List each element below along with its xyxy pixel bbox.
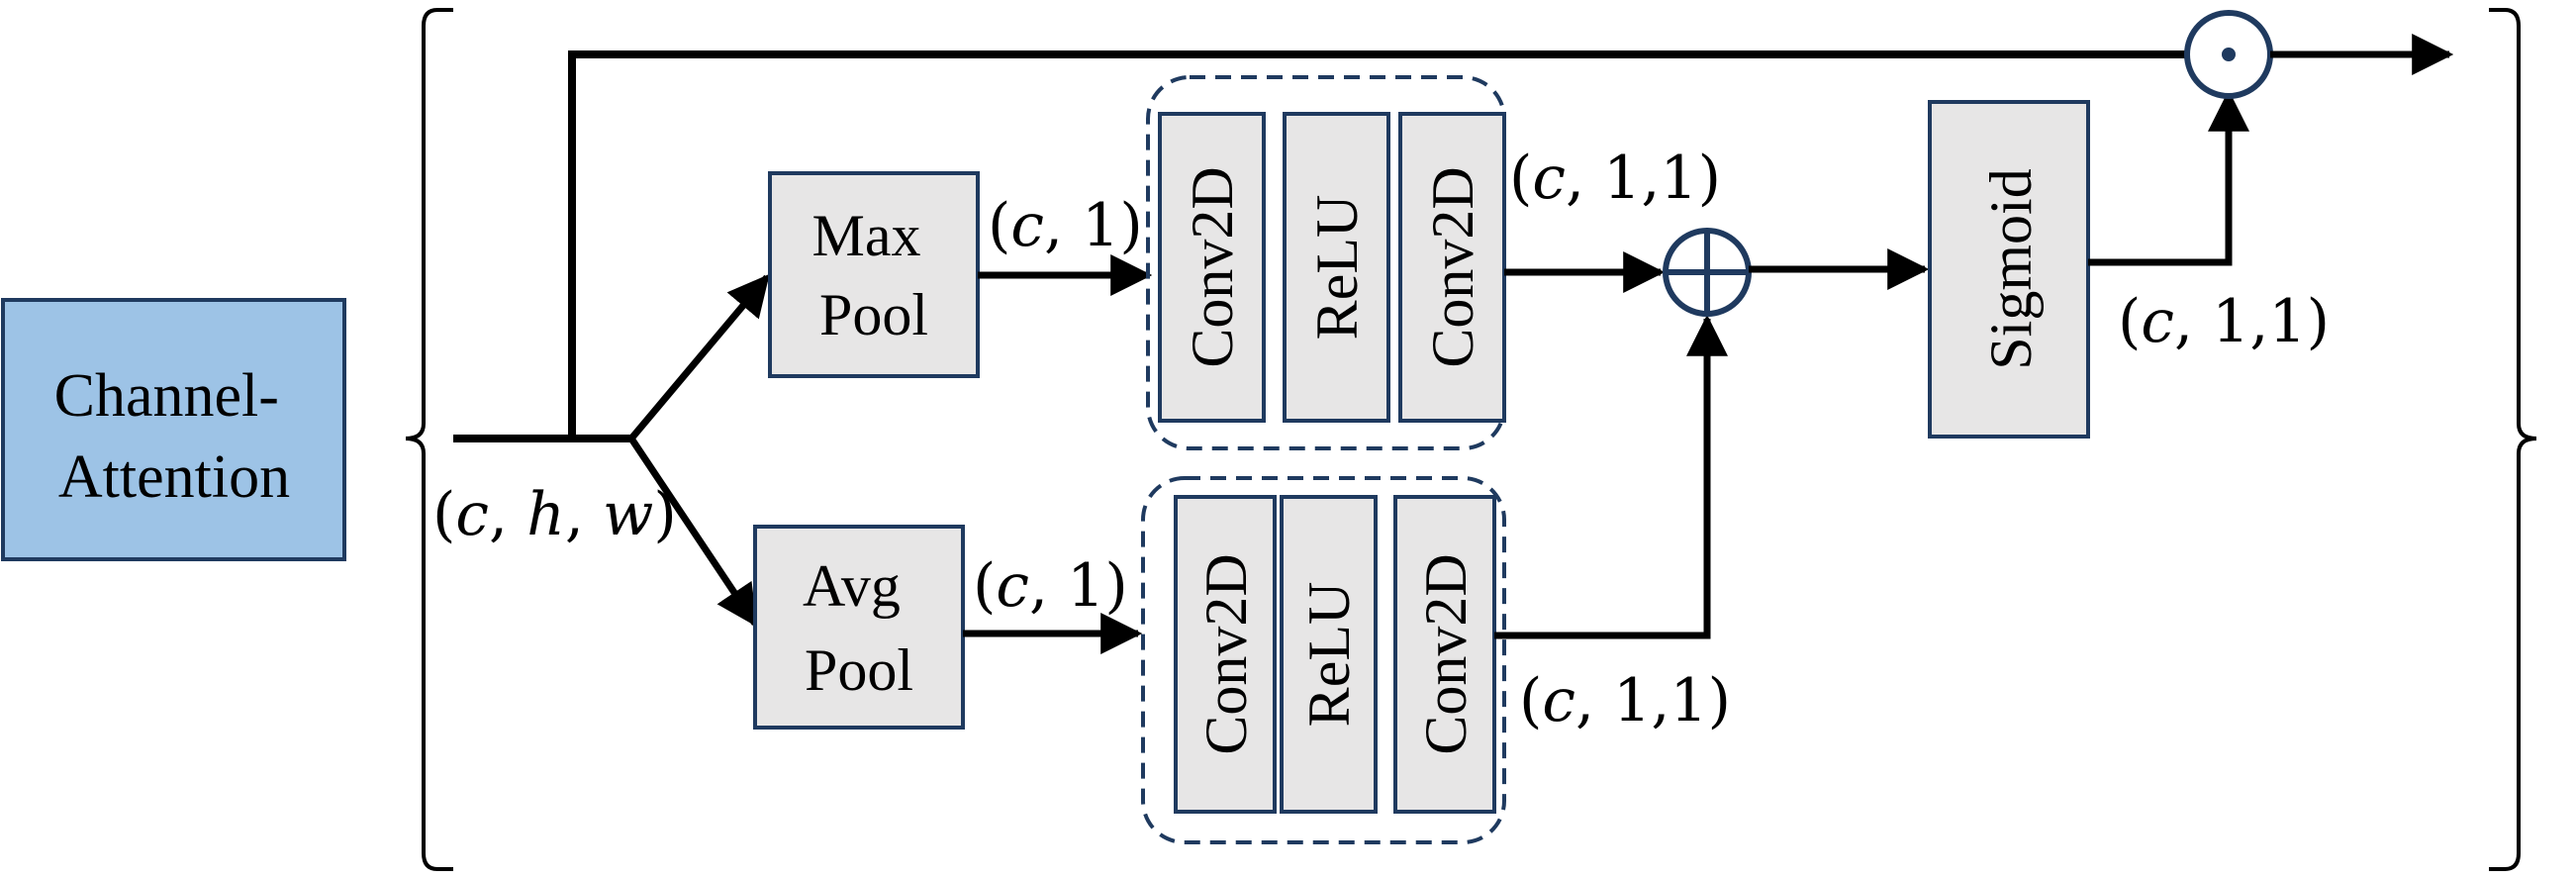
arrow-bottom-branch-to-sum: [1494, 314, 1728, 639]
conv2d-block: [1158, 112, 1266, 423]
shape-avg-branch-out: (c, 1,1): [1519, 666, 1731, 735]
left-brace: [405, 8, 453, 871]
conv2d-block: [1398, 112, 1506, 423]
module-title-line1: Channel-: [54, 362, 279, 430]
conv2d-block: [1174, 495, 1277, 814]
sigmoid-block: [1928, 100, 2090, 439]
shape-sigmoid-out: (c, 1,1): [2118, 287, 2330, 356]
arrow-sigmoid-to-product: [2088, 89, 2249, 266]
max-pool-label: Max Pool: [812, 203, 936, 347]
avg-pool-line2: Pool: [805, 637, 913, 703]
avg-pool-line1: Avg: [803, 553, 901, 619]
conv2d-block: [1393, 495, 1496, 814]
module-title: Channel- Attention: [54, 362, 295, 511]
relu-label: ReLU: [1304, 195, 1370, 341]
shape-max-pooled: (c, 1): [988, 191, 1143, 260]
shape-max-branch-out: (c, 1,1): [1509, 144, 1721, 213]
shape-input: (c, h, w): [432, 480, 677, 549]
sum-operator: [1663, 228, 1752, 317]
arrow-to-avg-pool: [628, 437, 758, 628]
conv2d-label: Conv2D: [1420, 166, 1485, 367]
module-title-box: [1, 298, 346, 561]
relu-label: ReLU: [1296, 582, 1362, 728]
product-dot: [2222, 48, 2236, 61]
product-operator: [2184, 10, 2273, 99]
conv2d-label: Conv2D: [1413, 553, 1479, 754]
avg-pool-label: Avg Pool: [803, 553, 915, 703]
relu-block: [1283, 112, 1390, 423]
mlp-group-top: [1146, 75, 1506, 450]
max-pool-line2: Pool: [819, 282, 928, 347]
conv2d-label: Conv2D: [1193, 553, 1259, 754]
arrow-to-max-pool: [628, 273, 770, 441]
shape-avg-pooled: (c, 1): [973, 551, 1128, 621]
avg-pool-block: [753, 525, 965, 730]
conv2d-label: Conv2D: [1180, 166, 1245, 367]
sigmoid-label: Sigmoid: [1978, 168, 2044, 369]
mlp-group-bottom: [1141, 476, 1506, 844]
relu-block: [1280, 495, 1378, 814]
module-title-line2: Attention: [58, 443, 290, 511]
right-brace: [2489, 8, 2537, 871]
skip-connection: [568, 50, 2187, 439]
max-pool-line1: Max: [812, 203, 921, 268]
